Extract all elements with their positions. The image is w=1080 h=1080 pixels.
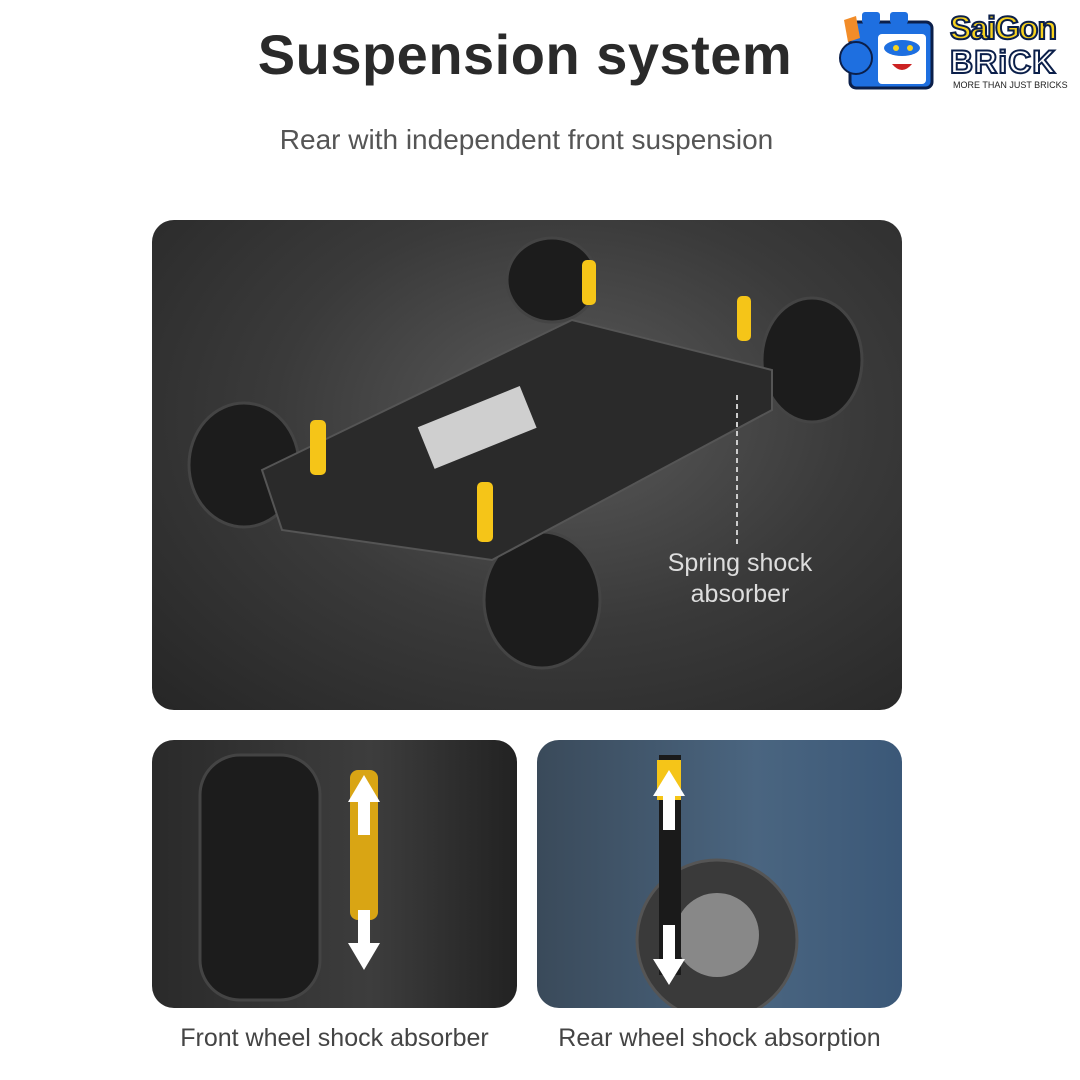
page-subtitle: Rear with independent front suspension xyxy=(279,124,774,155)
chassis-image: Spring shock absorber xyxy=(152,220,902,710)
rear-wheel-illustration xyxy=(635,755,799,1008)
spring-shock-absorber-label: Spring shock absorber xyxy=(667,549,813,608)
logo-tagline: MORE THAN JUST BRICKS xyxy=(953,80,1068,90)
rear-wheel-caption: Rear wheel shock absorption xyxy=(558,1024,881,1052)
brand-logo: SaiGon BRiCK MORE THAN JUST BRICKS xyxy=(830,8,1075,92)
rear-wheel-image xyxy=(537,740,902,1008)
logo-wordmark-line1: SaiGon xyxy=(949,9,1058,47)
brick-mascot-icon xyxy=(839,12,934,90)
chassis-illustration xyxy=(187,236,864,670)
page-title: Suspension system xyxy=(257,23,793,86)
front-wheel-caption: Front wheel shock absorber xyxy=(180,1024,489,1052)
front-wheel-image xyxy=(152,740,517,1008)
logo-wordmark-line2: BRiCK xyxy=(949,43,1057,81)
front-wheel-illustration xyxy=(198,753,380,1002)
